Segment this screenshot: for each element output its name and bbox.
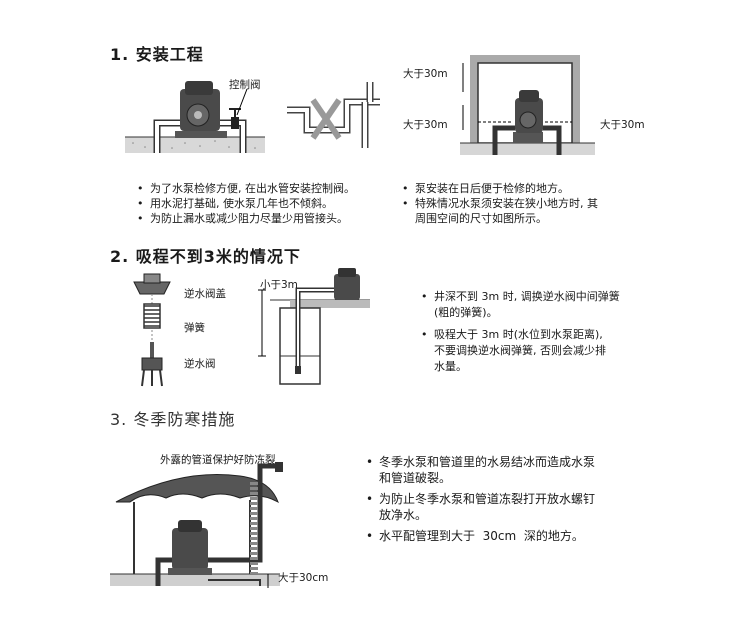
bullet-item: 用水泥打基础, 使水泵几年也不倾斜。 [136,196,396,211]
pump-with-control-valve-figure [125,81,265,153]
enclosure-dimensions-figure [460,55,595,155]
dim-right-label: 大于30m [600,119,645,131]
section-2-bullets: 井深不到 3m 时, 调换逆水阀中间弹簧 (粗的弹簧)。 吸程大于 3m 时(水… [420,289,680,381]
check-valve-parts-figure [133,273,171,387]
less-than-3m-label: 小于3m [260,279,298,291]
well-suction-figure [258,268,370,385]
bullet-item: 水平配管理到大于 30cm 深的地方。 [365,528,665,544]
bullet-item: 吸程大于 3m 时(水位到水泵距离), 不要调换逆水阀弹簧, 否则会减少排 水量… [420,327,680,375]
control-valve-label: 控制阀 [229,79,261,91]
bullet-item: 为防止冬季水泵和管道冻裂打开放水螺钉 放净水。 [365,491,665,523]
depth-label: 大于30cm [278,572,329,584]
check-valve-label: 逆水阀 [184,358,216,370]
section-1-bullets-left: 为了水泵检修方便, 在出水管安装控制阀。 用水泥打基础, 使水泵几年也不倾斜。 … [136,181,396,226]
bullet-item: 冬季水泵和管道里的水易结冰而造成水泵 和管道破裂。 [365,454,665,486]
dim-top-label: 大于30m [403,68,448,80]
valve-cover-label: 逆水阀盖 [184,288,226,300]
section-3-bullets: 冬季水泵和管道里的水易结冰而造成水泵 和管道破裂。 为防止冬季水泵和管道冻裂打开… [365,454,665,549]
bullet-item: 井深不到 3m 时, 调换逆水阀中间弹簧 (粗的弹簧)。 [420,289,680,321]
section-1-bullets-right: 泵安装在日后便于检修的地方。 特殊情况水泵须安装在狭小地方时, 其 周围空间的尺… [401,181,651,226]
wrong-piping-figure [287,82,380,148]
exposed-pipe-label: 外露的管道保护好防冻裂 [160,454,276,466]
bullet-item: 泵安装在日后便于检修的地方。 [401,181,651,196]
dim-left-label: 大于30m [403,119,448,131]
section-2-heading: 2. 吸程不到3米的情况下 [110,247,301,266]
section-3-heading: 3. 冬季防寒措施 [110,410,236,429]
bullet-item: 特殊情况水泵须安装在狭小地方时, 其 周围空间的尺寸如图所示。 [401,196,651,226]
bullet-item: 为防止漏水或减少阻力尽量少用管接头。 [136,211,396,226]
bullet-item: 为了水泵检修方便, 在出水管安装控制阀。 [136,181,396,196]
section-1-heading: 1. 安装工程 [110,45,204,64]
spring-label: 弹簧 [184,322,205,334]
winter-protection-figure [110,462,283,588]
